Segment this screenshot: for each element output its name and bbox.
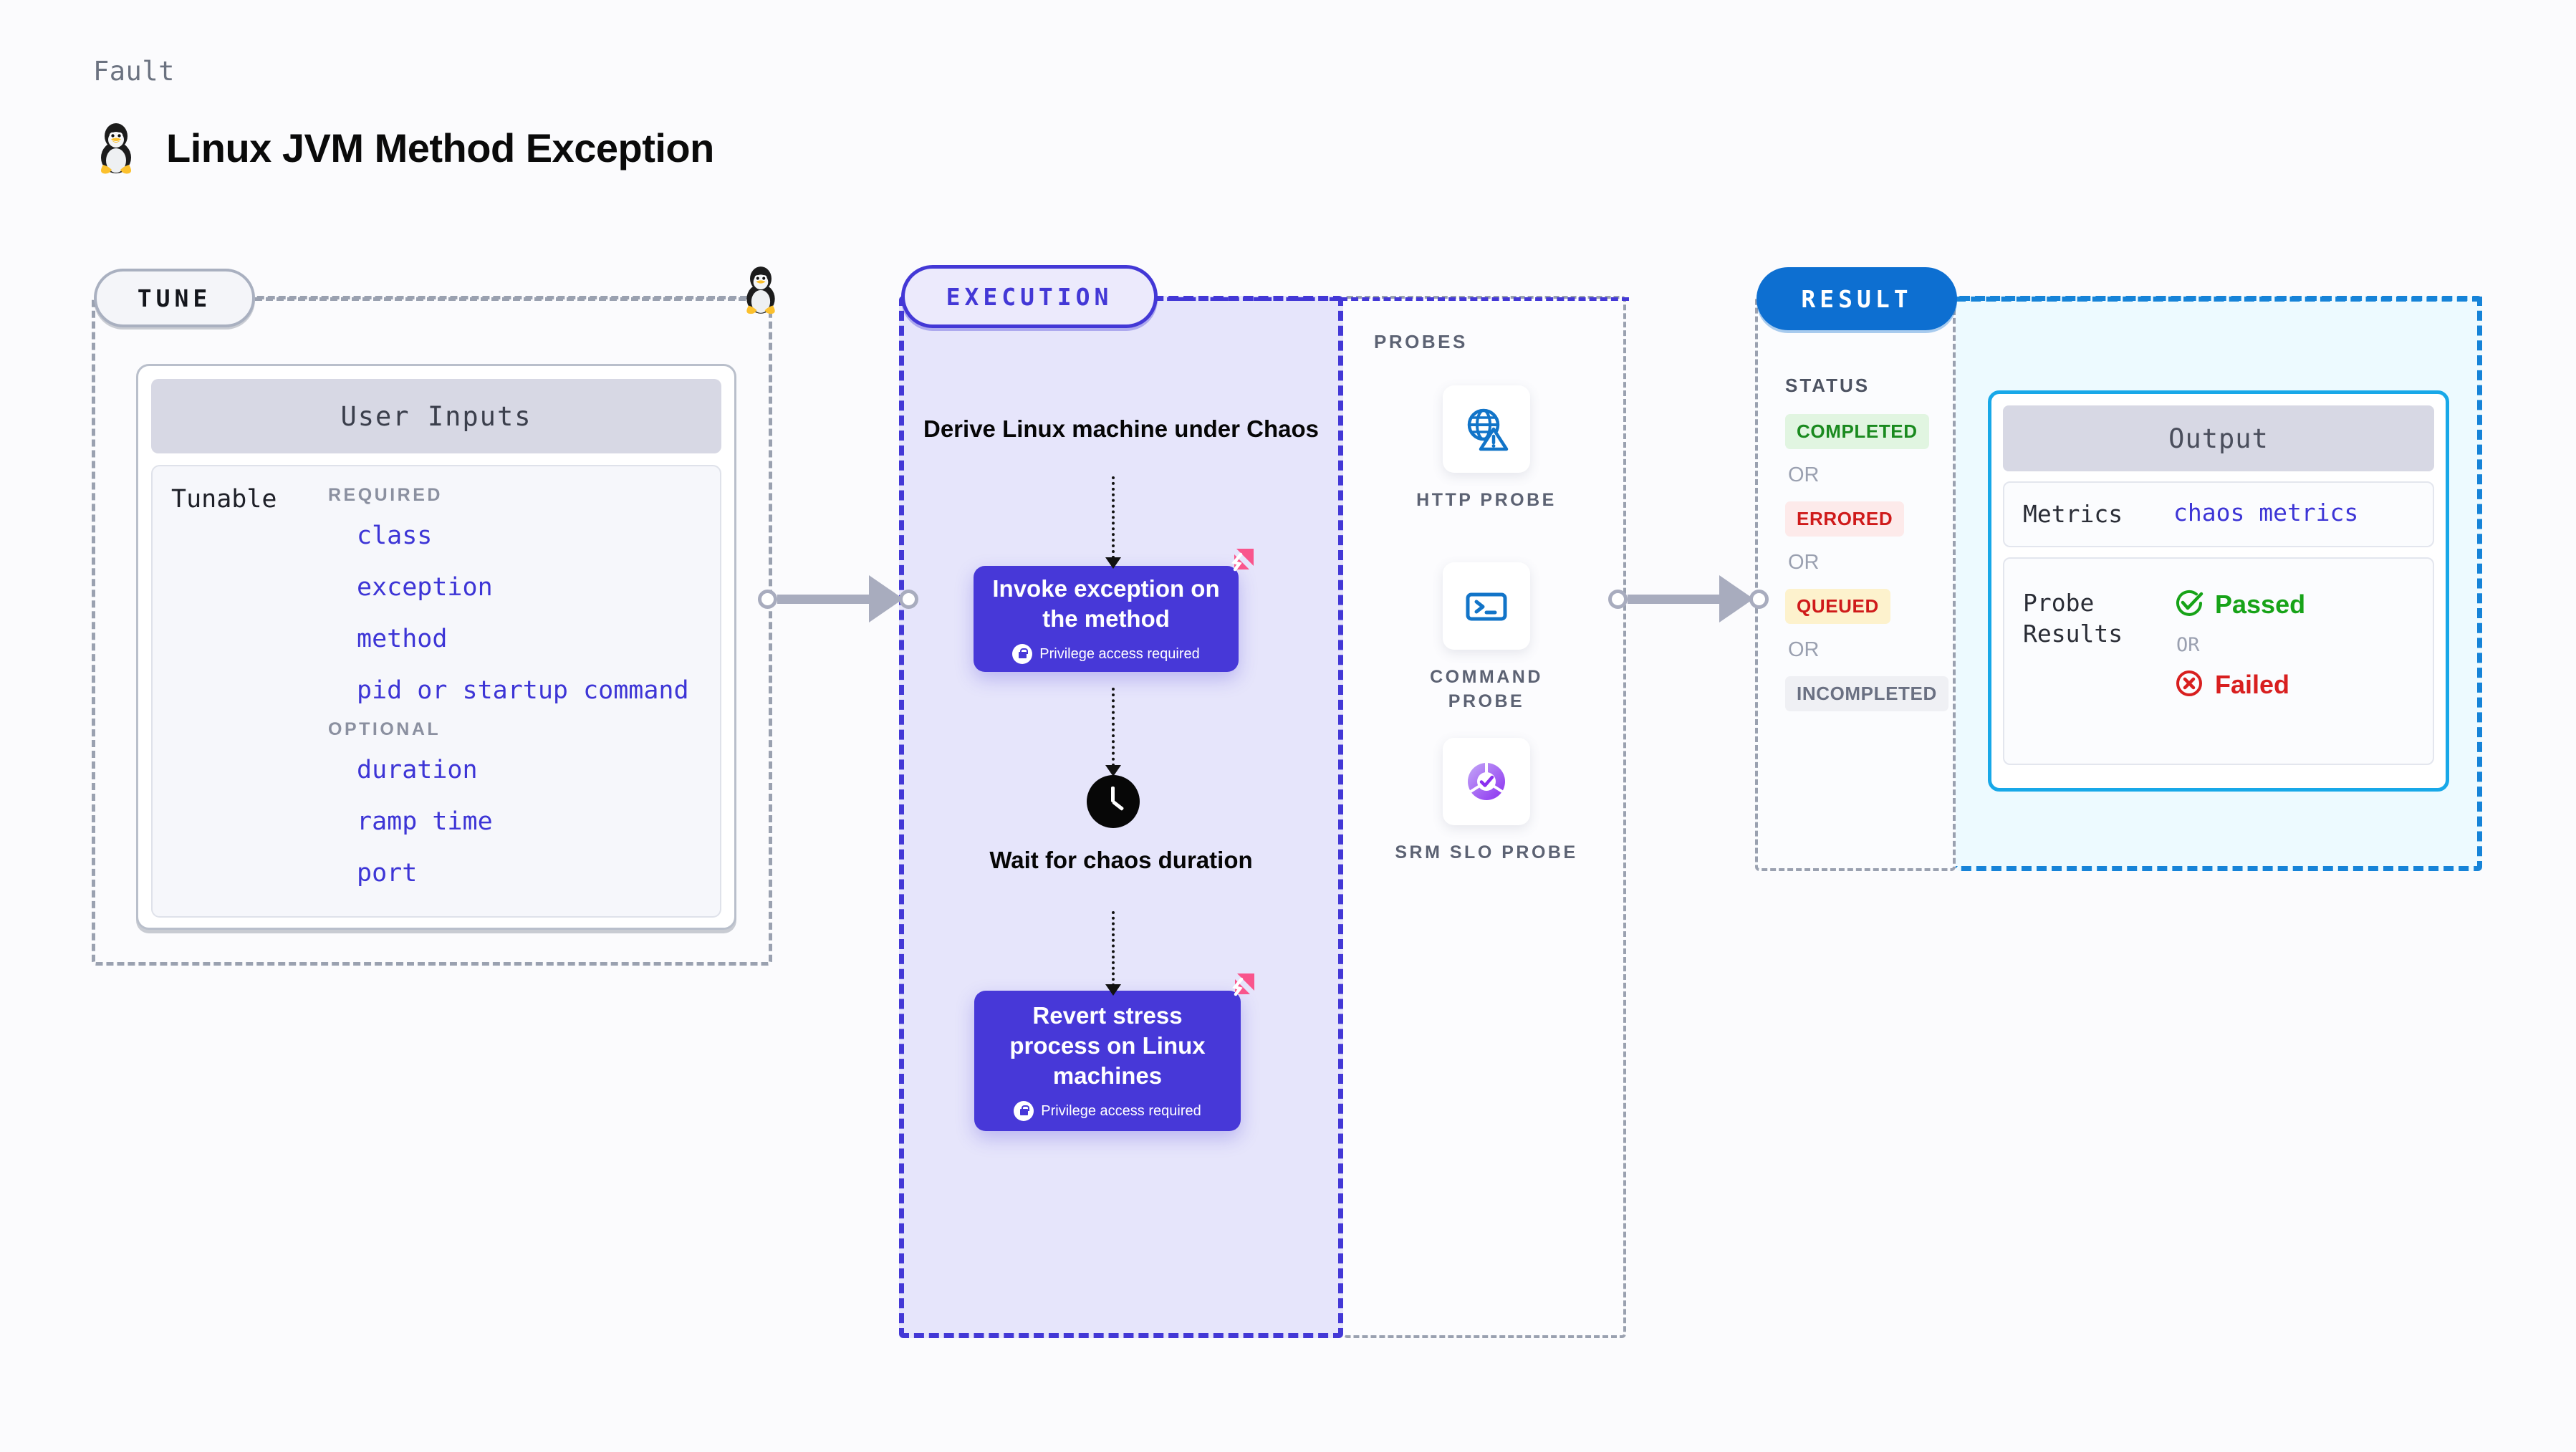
action-title: Invoke exception on the method (992, 574, 1220, 632)
tunable-inputs-list: REQUIRED class exception method pid or s… (328, 485, 720, 916)
slo-donut-check-icon (1443, 738, 1530, 825)
optional-group-heading: OPTIONAL (328, 719, 441, 739)
connector-bar (1628, 594, 1721, 604)
litmus-logo-icon (1216, 969, 1258, 1014)
output-metrics-row: Metrics chaos metrics (2003, 481, 2434, 547)
tune-dashed-connector (255, 297, 756, 301)
connector-tune-to-execution (758, 575, 918, 622)
clock-icon (1087, 775, 1140, 828)
result-dashed-connector (1956, 297, 2482, 302)
lock-icon (1012, 644, 1033, 665)
probe-srm-slo[interactable]: SRM SLO PROBE (1393, 738, 1580, 865)
lock-icon (1014, 1101, 1034, 1122)
privilege-text: Privilege access required (1041, 1102, 1201, 1119)
probe-label: COMMAND PROBE (1430, 667, 1543, 711)
probe-results-label: Probe Results (2023, 588, 2123, 648)
tux-penguin-icon (739, 264, 782, 319)
flow-connector-2 (1112, 688, 1115, 766)
connector-probes-to-result (1608, 575, 1769, 622)
check-circle-icon (2173, 587, 2205, 622)
probes-title: PROBES (1374, 331, 1468, 352)
connector-dot-start (1608, 589, 1628, 609)
failed-label: Failed (2215, 670, 2290, 700)
globe-warning-icon (1443, 385, 1530, 473)
output-card: Output Metrics chaos metrics Probe Resul… (1988, 390, 2449, 792)
status-title: STATUS (1785, 375, 1870, 396)
x-circle-icon (2173, 668, 2205, 703)
execution-step-wait: Wait for chaos duration (989, 847, 1253, 873)
status-list: COMPLETED OR ERRORED OR QUEUED OR INCOMP… (1785, 414, 1948, 711)
fault-title-row: Linux JVM Method Exception (93, 120, 714, 175)
result-stage-pill[interactable]: RESULT (1756, 267, 1957, 330)
fault-kicker: Fault (93, 56, 175, 87)
probe-http[interactable]: HTTP PROBE (1393, 385, 1580, 513)
privilege-row: Privilege access required (1012, 644, 1200, 665)
tux-penguin-icon (93, 120, 139, 175)
user-inputs-card: User Inputs Tunable REQUIRED class excep… (136, 364, 736, 930)
connector-dot-end (1749, 589, 1769, 609)
user-inputs-header: User Inputs (151, 379, 721, 453)
status-badge-completed: COMPLETED (1785, 414, 1929, 449)
execution-action-revert-stress[interactable]: Revert stress process on Linux machines … (974, 991, 1241, 1131)
privilege-row: Privilege access required (1014, 1101, 1201, 1122)
probe-label: HTTP PROBE (1416, 490, 1557, 510)
probe-results-values: Passed OR Failed (2173, 587, 2433, 703)
flow-arrowhead-1 (1105, 557, 1121, 569)
privilege-text: Privilege access required (1039, 645, 1200, 662)
execution-step-derive: Derive Linux machine under Chaos (923, 415, 1319, 442)
input-exception[interactable]: exception (357, 573, 493, 602)
terminal-icon (1443, 562, 1530, 650)
probe-result-or: OR (2176, 633, 2200, 656)
probe-command[interactable]: COMMAND PROBE (1393, 562, 1580, 714)
metrics-value[interactable]: chaos metrics (2173, 499, 2359, 527)
passed-label: Passed (2215, 590, 2306, 620)
execution-action-invoke-exception[interactable]: Invoke exception on the method Privilege… (974, 566, 1239, 672)
connector-bar (777, 594, 870, 604)
litmus-logo-icon (1216, 544, 1257, 590)
status-or-1: OR (1788, 463, 1820, 486)
flow-arrowhead-3 (1105, 984, 1121, 996)
status-badge-queued: QUEUED (1785, 589, 1890, 624)
input-port[interactable]: port (357, 859, 418, 888)
probe-label: SRM SLO PROBE (1395, 842, 1578, 862)
execution-dashed-connector (1156, 297, 1629, 301)
metrics-label: Metrics (2023, 500, 2123, 528)
page-title: Linux JVM Method Exception (166, 125, 714, 170)
status-or-2: OR (1788, 551, 1820, 574)
action-title: Revert stress process on Linux machines (1009, 1001, 1206, 1090)
status-or-3: OR (1788, 638, 1820, 661)
required-group-heading: REQUIRED (328, 485, 443, 505)
execution-stage-pill[interactable]: EXECUTION (901, 265, 1158, 328)
flow-connector-3 (1112, 911, 1115, 986)
status-badge-incompleted: INCOMPLETED (1785, 676, 1948, 711)
flow-connector-1 (1112, 476, 1115, 559)
input-class[interactable]: class (357, 521, 433, 550)
flow-arrowhead-2 (1105, 765, 1121, 777)
output-probe-results-row: Probe Results Passed OR (2003, 557, 2434, 765)
connector-dot-end (899, 589, 918, 609)
user-inputs-body: Tunable REQUIRED class exception method … (151, 465, 721, 918)
tune-stage-pill[interactable]: TUNE (94, 269, 255, 327)
connector-arrowhead (869, 575, 903, 622)
probe-result-failed: Failed (2173, 668, 2433, 703)
input-ramp-time[interactable]: ramp time (357, 807, 493, 836)
connector-arrowhead (1719, 575, 1754, 622)
status-badge-errored: ERRORED (1785, 501, 1905, 537)
output-header: Output (2003, 405, 2434, 471)
connector-dot-start (758, 589, 777, 609)
tunable-label: Tunable (171, 485, 277, 514)
input-method[interactable]: method (357, 625, 448, 653)
probe-result-passed: Passed (2173, 587, 2433, 622)
input-pid-or-startup-command[interactable]: pid or startup command (357, 676, 689, 705)
input-duration[interactable]: duration (357, 756, 478, 784)
